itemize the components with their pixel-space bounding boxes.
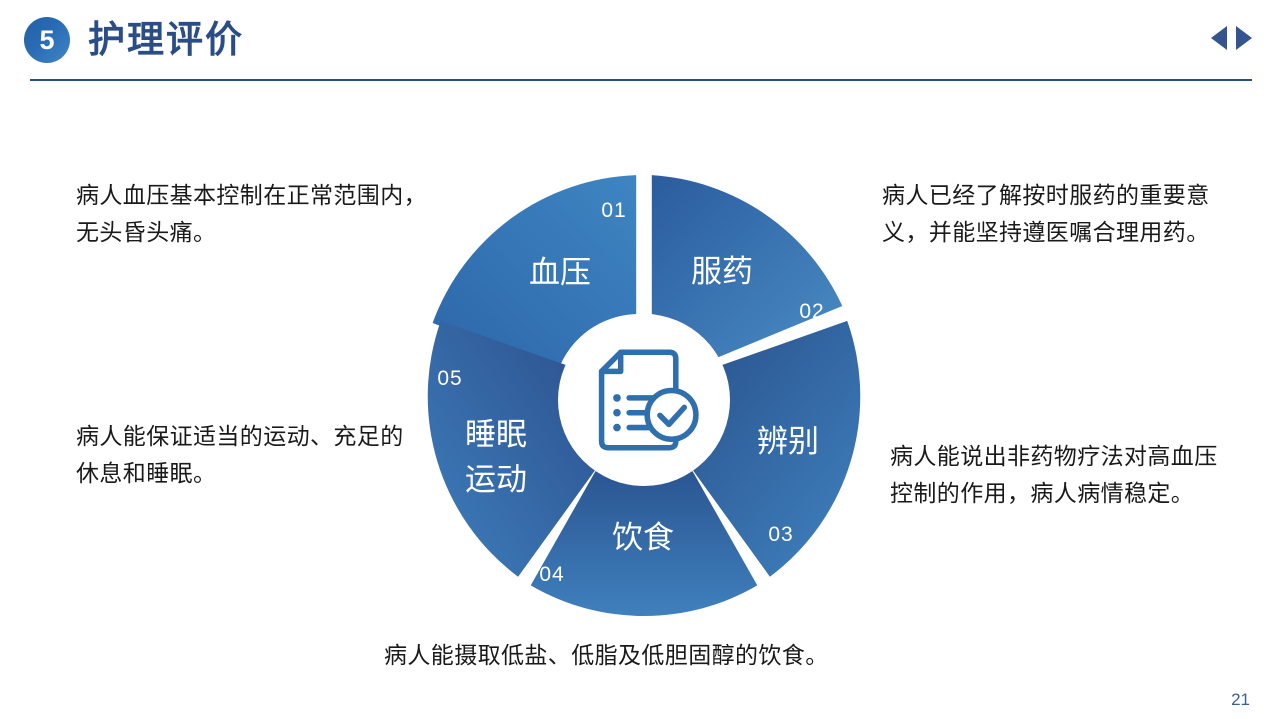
donut-svg: 01 血压 02 服药 03 辨别 04 饮食 05 睡眠 运动: [427, 175, 861, 617]
segment-02-label: 服药: [691, 254, 753, 289]
segment-05-number: 05: [437, 367, 462, 390]
triangle-left-icon[interactable]: [1211, 26, 1227, 50]
segment-02-number: 02: [799, 300, 824, 323]
segment-03-label: 辨别: [757, 424, 819, 459]
triangle-right-icon[interactable]: [1236, 26, 1252, 50]
segment-04-number: 04: [539, 563, 564, 586]
page-number: 21: [1231, 690, 1250, 709]
note-identification: 病人能说出非药物疗法对高血压控制的作用，病人病情稳定。: [890, 443, 1218, 506]
segment-01-number: 01: [601, 199, 626, 222]
segment-01-label: 血压: [529, 255, 591, 290]
segment-03-number: 03: [768, 523, 793, 546]
five-segment-donut-diagram: 01 血压 02 服药 03 辨别 04 饮食 05 睡眠 运动: [414, 170, 874, 630]
segment-05-label-line1: 睡眠: [465, 417, 527, 452]
note-medication: 病人已经了解按时服药的重要意义，并能坚持遵医嘱合理用药。: [882, 182, 1210, 245]
document-checklist-check-icon: [598, 349, 699, 451]
donut-segments: [427, 175, 861, 617]
section-number: 5: [39, 24, 55, 55]
section-number-badge: 5: [24, 17, 70, 63]
segment-05[interactable]: [427, 320, 600, 577]
segment-01[interactable]: [432, 175, 637, 371]
slide-header: 5 护理评价: [0, 0, 1280, 90]
segment-05-label-line2: 运动: [465, 462, 527, 497]
segment-04[interactable]: [530, 464, 758, 617]
header-divider: [30, 79, 1252, 81]
segment-03[interactable]: [688, 320, 861, 577]
page-title: 护理评价: [88, 19, 244, 60]
navigation-arrows[interactable]: [1211, 26, 1252, 50]
note-blood-pressure: 病人血压基本控制在正常范围内，无头昏头痛。: [76, 182, 427, 245]
note-sleep-exercise: 病人能保证适当的运动、充足的休息和睡眠。: [76, 423, 404, 486]
segment-02[interactable]: [651, 175, 843, 359]
segment-04-label: 饮食: [612, 520, 674, 555]
note-diet: 病人能摄取低盐、低脂及低胆固醇的饮食。: [384, 642, 829, 668]
segment-labels: 01 血压 02 服药 03 辨别 04 饮食 05 睡眠 运动: [437, 199, 824, 586]
